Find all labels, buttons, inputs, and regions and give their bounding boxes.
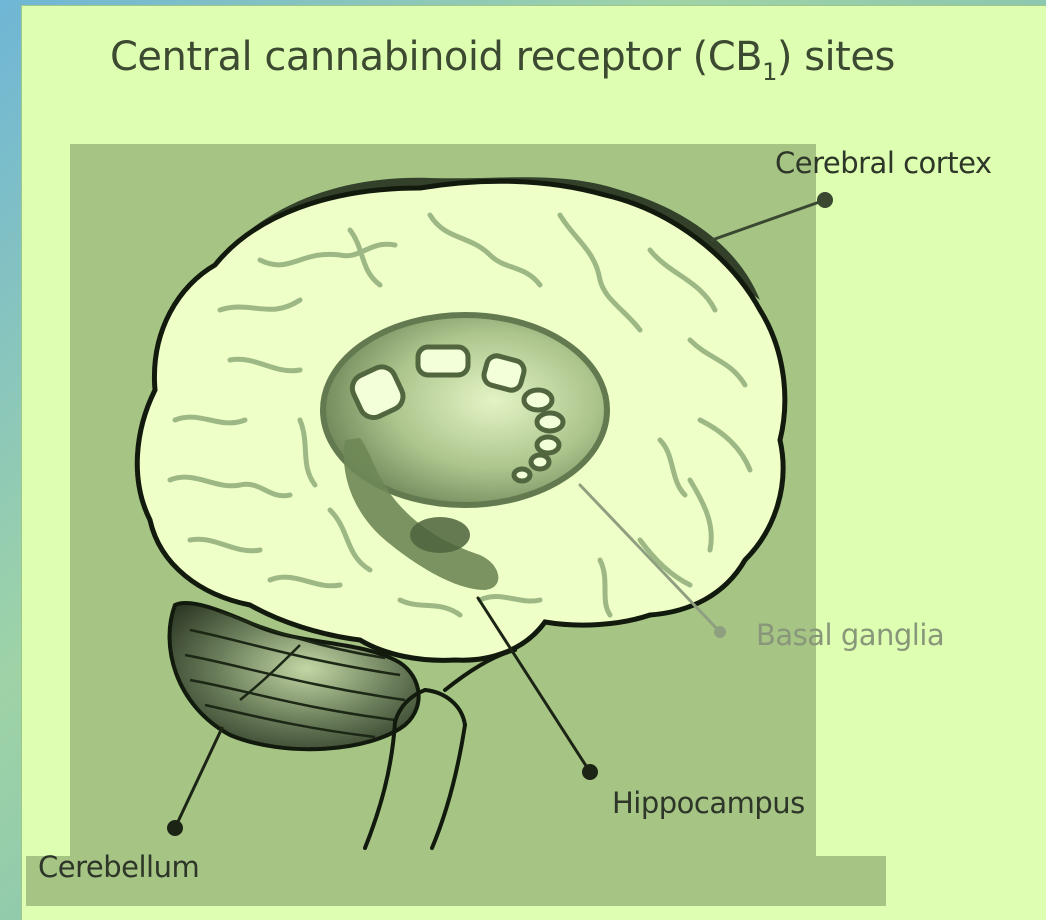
label-hippocampus: Hippocampus — [612, 786, 805, 820]
hippocampus-tail — [410, 517, 470, 553]
label-cerebellum: Cerebellum — [38, 850, 199, 884]
label-cerebral-cortex: Cerebral cortex — [775, 146, 992, 180]
label-basal-ganglia: Basal ganglia — [756, 618, 944, 652]
page-title: Central cannabinoid receptor (CB1) sites — [110, 34, 895, 94]
title-subscript: 1 — [762, 58, 777, 86]
